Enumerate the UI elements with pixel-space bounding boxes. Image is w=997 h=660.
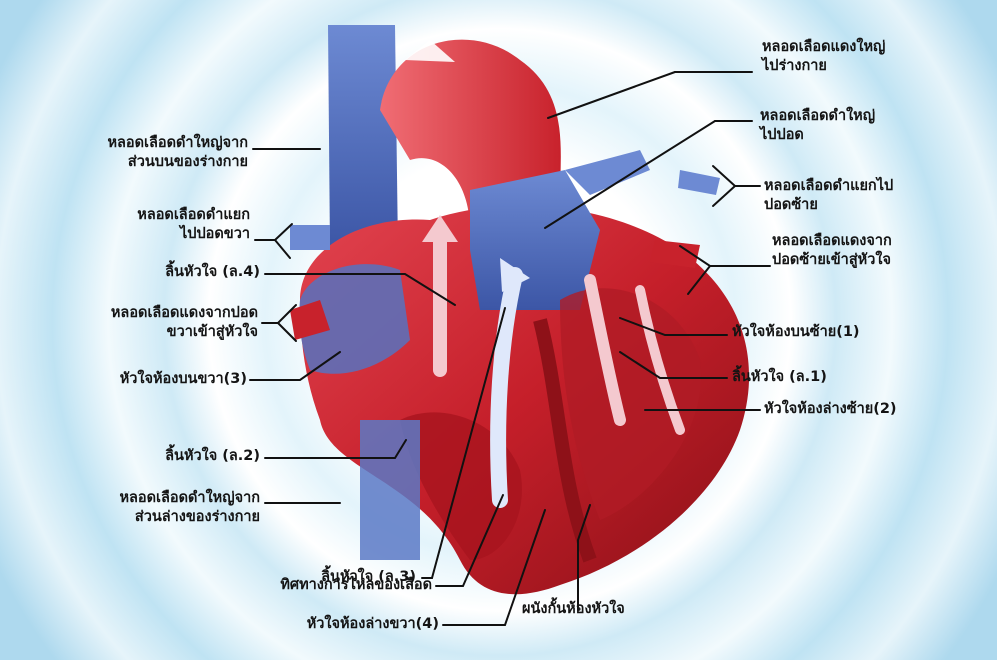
leader-septum xyxy=(578,505,590,610)
leader-valve-3 xyxy=(422,308,505,578)
label-right-ventricle: หัวใจห้องล่างขวา(4) xyxy=(307,615,439,634)
label-superior-vena-cava-line-2: ส่วนบนของร่างกาย xyxy=(107,153,248,172)
leader-valve-1 xyxy=(620,352,727,378)
label-left-ventricle: หัวใจห้องล่างซ้าย(2) xyxy=(764,400,897,419)
label-valve-1: ลิ้นหัวใจ (ล.1) xyxy=(732,368,827,387)
leader-left-pulmonary-branch xyxy=(713,166,760,186)
label-left-pulmonary-branch-line-1: หลอดเลือดดำแยกไป xyxy=(764,177,893,196)
label-right-pulmonary-branch: หลอดเลือดดำแยก ไปปอดขวา xyxy=(137,206,250,244)
label-pulmonary-artery-line-1: หลอดเลือดดำใหญ่ xyxy=(760,107,875,126)
label-left-pulmonary-veins-line-2: ปอดซ้ายเข้าสู่หัวใจ xyxy=(772,251,892,270)
label-aorta-line-1: หลอดเลือดแดงใหญ่ xyxy=(762,38,885,57)
label-valve-2: ลิ้นหัวใจ (ล.2) xyxy=(165,447,260,466)
label-right-pulmonary-veins-line-2: ขวาเข้าสู่หัวใจ xyxy=(111,323,258,342)
label-inferior-vena-cava: หลอดเลือดดำใหญ่จาก ส่วนล่างของร่างกาย xyxy=(119,489,260,527)
label-right-pulmonary-veins-line-1: หลอดเลือดแดงจากปอด xyxy=(111,304,258,323)
label-left-pulmonary-veins-line-1: หลอดเลือดแดงจาก xyxy=(772,232,892,251)
label-left-pulmonary-branch: หลอดเลือดดำแยกไป ปอดซ้าย xyxy=(764,177,893,215)
label-aorta-line-2: ไปร่างกาย xyxy=(762,57,885,76)
label-aorta: หลอดเลือดแดงใหญ่ ไปร่างกาย xyxy=(762,38,885,76)
label-superior-vena-cava: หลอดเลือดดำใหญ่จาก ส่วนบนของร่างกาย xyxy=(107,134,248,172)
label-inferior-vena-cava-line-2: ส่วนล่างของร่างกาย xyxy=(119,508,260,527)
leader-left-pulmonary-veins xyxy=(680,246,770,266)
leader-blood-flow xyxy=(436,495,503,586)
label-left-atrium: หัวใจห้องบนซ้าย(1) xyxy=(732,323,860,342)
label-right-pulmonary-branch-line-1: หลอดเลือดดำแยก xyxy=(137,206,250,225)
label-left-pulmonary-veins: หลอดเลือดแดงจาก ปอดซ้ายเข้าสู่หัวใจ xyxy=(772,232,892,270)
label-left-pulmonary-branch-line-2: ปอดซ้าย xyxy=(764,196,893,215)
leader-right-pulmonary-branch xyxy=(255,224,292,240)
leader-right-pulmonary-veins xyxy=(262,305,296,323)
label-right-atrium: หัวใจห้องบนขวา(3) xyxy=(120,370,247,389)
label-right-pulmonary-branch-line-2: ไปปอดขวา xyxy=(137,225,250,244)
leader-valve-2 xyxy=(265,440,406,458)
label-blood-flow: ทิศทางการไหลของเลือด xyxy=(280,576,432,595)
label-valve-4: ลิ้นหัวใจ (ล.4) xyxy=(165,263,260,282)
label-pulmonary-artery-line-2: ไปปอด xyxy=(760,126,875,145)
label-septum: ผนังกั้นห้องหัวใจ xyxy=(522,600,625,619)
label-inferior-vena-cava-line-1: หลอดเลือดดำใหญ่จาก xyxy=(119,489,260,508)
leader-valve-4 xyxy=(265,274,455,305)
leader-right-atrium xyxy=(250,352,340,380)
label-pulmonary-artery: หลอดเลือดดำใหญ่ ไปปอด xyxy=(760,107,875,145)
leader-left-atrium xyxy=(620,318,727,335)
label-superior-vena-cava-line-1: หลอดเลือดดำใหญ่จาก xyxy=(107,134,248,153)
label-right-pulmonary-veins: หลอดเลือดแดงจากปอด ขวาเข้าสู่หัวใจ xyxy=(111,304,258,342)
